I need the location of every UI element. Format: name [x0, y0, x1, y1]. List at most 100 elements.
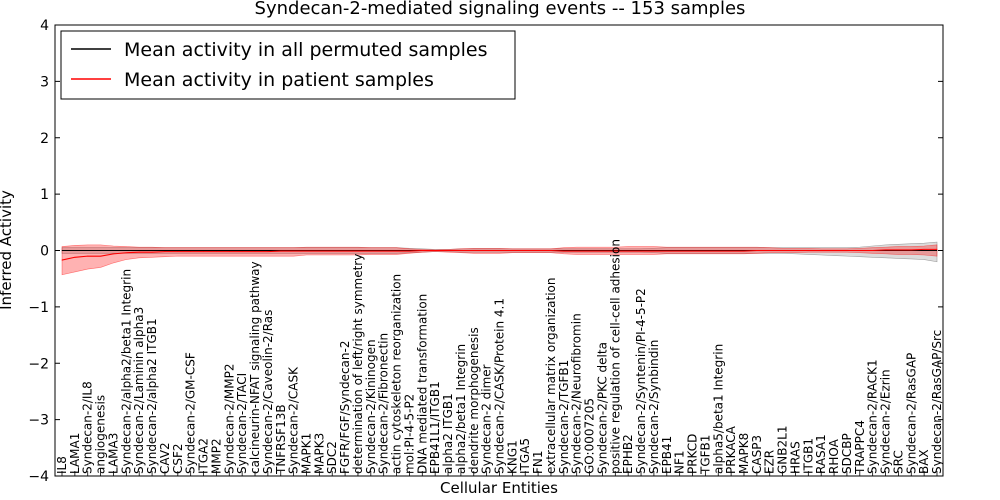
- x-category-label: Syndecan-2/CASK/Protein 4.1: [493, 298, 507, 474]
- patient-point-54: [756, 250, 758, 251]
- permuted-point-3: [100, 250, 102, 251]
- x-category-label: Syndecan-2 dimer: [480, 364, 494, 474]
- x-category-label: LAMA3: [106, 433, 120, 474]
- x-category-label: Syndecan-2/RasGAP: [904, 353, 918, 474]
- permuted-point-12: [216, 250, 217, 251]
- patient-point-25: [383, 250, 385, 252]
- patient-point-23: [357, 250, 359, 252]
- patient-point-6: [138, 251, 140, 253]
- x-axis-title: Cellular Entities: [440, 479, 558, 497]
- permuted-point-9: [177, 250, 179, 251]
- x-category-label: ITGB1: [801, 438, 815, 474]
- x-category-label: FGFR/FGF/Syndecan-2: [338, 341, 352, 474]
- patient-point-29: [434, 250, 436, 251]
- patient-point-10: [190, 251, 192, 253]
- y-tick-label: 2: [40, 131, 49, 147]
- patient-point-24: [370, 250, 372, 252]
- x-category-label: Syndecan-2/Synbindin: [647, 340, 661, 474]
- patient-point-4: [113, 253, 114, 255]
- patient-point-16: [267, 251, 269, 253]
- patient-point-40: [576, 250, 578, 252]
- x-category-label: alpha5/beta1 Integrin: [711, 344, 725, 474]
- permuted-point-67: [923, 250, 925, 251]
- patient-point-31: [460, 250, 462, 251]
- permuted-point-14: [241, 250, 243, 251]
- patient-point-37: [537, 250, 539, 251]
- patient-point-3: [100, 255, 102, 257]
- patient-point-38: [550, 250, 552, 251]
- x-category-label: SDC2: [325, 441, 339, 474]
- patient-point-1: [74, 256, 76, 258]
- x-category-label: MAPK3: [312, 433, 326, 474]
- x-category-label: Syndecan-2/GM-CSF: [184, 352, 198, 474]
- x-category-label: TNFRSF13B: [274, 404, 288, 475]
- patient-point-15: [254, 251, 256, 253]
- patient-point-49: [692, 250, 693, 252]
- patient-point-59: [820, 250, 822, 251]
- patient-point-44: [627, 250, 629, 252]
- y-tick-label: 0: [40, 244, 49, 260]
- x-category-label: TRAPPC4: [853, 420, 867, 475]
- patient-point-34: [499, 250, 500, 251]
- x-category-label: extracellular matrix organization: [544, 278, 558, 475]
- x-category-label: determination of left/right symmetry: [351, 254, 365, 474]
- legend-label-patient: Mean activity in patient samples: [124, 69, 434, 91]
- x-category-label: Syndecan-2/Laminin alpha3: [132, 307, 146, 474]
- permuted-point-1: [74, 250, 76, 251]
- x-category-label: ITGA2: [197, 438, 211, 474]
- patient-point-30: [447, 250, 449, 251]
- x-category-label: ITGA5: [518, 438, 532, 474]
- permuted-point-10: [190, 250, 192, 251]
- patient-point-60: [833, 250, 835, 251]
- patient-point-12: [216, 251, 217, 253]
- x-category-label: Syndecan-2/CASK: [287, 366, 301, 474]
- permuted-point-68: [936, 250, 938, 251]
- x-category-label: PRKCD: [686, 434, 700, 474]
- x-category-label: TGFB1: [698, 435, 712, 475]
- permuted-point-5: [125, 250, 127, 251]
- patient-point-26: [396, 250, 397, 252]
- x-category-label: Syndecan-2/Kininogen: [364, 339, 378, 474]
- x-category-label: dendrite morphogenesis: [467, 327, 481, 474]
- permuted-point-2: [87, 250, 89, 251]
- patient-point-21: [331, 250, 333, 252]
- patient-point-51: [717, 250, 719, 252]
- patient-point-14: [241, 251, 243, 253]
- x-category-label: Syndecan-2/Neurofibromin: [570, 313, 584, 474]
- y-tick-label: −2: [28, 356, 49, 372]
- x-category-label: Syndecan-2/RACK1: [866, 359, 880, 474]
- patient-point-42: [602, 250, 603, 252]
- x-category-label: Syndecan-2/Syntenin/PI-4-5-P2: [634, 288, 648, 474]
- patient-point-9: [177, 251, 179, 253]
- x-category-label: PRKACA: [724, 425, 738, 474]
- patient-point-43: [614, 250, 616, 252]
- x-category-label: KNG1: [505, 440, 519, 474]
- patient-point-27: [409, 250, 410, 252]
- x-category-label: Syndecan-2/alpha2/beta1 Integrin: [119, 269, 133, 474]
- patient-point-46: [653, 250, 655, 252]
- patient-point-66: [910, 249, 912, 251]
- x-category-label: angiogenesis: [94, 395, 108, 474]
- x-category-label: EPHB2: [621, 434, 635, 474]
- x-category-label: GO:0007205: [583, 398, 597, 474]
- x-category-label: MAPK8: [737, 433, 751, 474]
- plot-area: [61, 241, 938, 276]
- x-category-label: Syndecan-2/IL8: [81, 381, 95, 474]
- x-category-label: SDCBP: [840, 433, 854, 474]
- legend-label-permuted: Mean activity in all permuted samples: [124, 39, 487, 61]
- x-category-label: Syndecan-2/Ezrin: [879, 369, 893, 474]
- x-category-label: Syndecan-2/PKC delta: [595, 342, 609, 474]
- x-category-label: GNB2L1: [776, 426, 790, 474]
- patient-point-68: [936, 248, 938, 250]
- x-category-label: Syndecan-2/RasGAP/Src: [930, 330, 944, 474]
- patient-point-61: [846, 250, 848, 251]
- patient-point-19: [306, 250, 307, 252]
- patient-point-0: [61, 259, 63, 261]
- x-category-label: NF1: [673, 450, 687, 474]
- patient-point-62: [859, 250, 861, 251]
- x-axis: IL8LAMA1Syndecan-2/IL8angiogenesisLAMA3S…: [55, 239, 944, 476]
- patient-point-65: [897, 249, 899, 251]
- patient-point-47: [666, 250, 668, 252]
- permuted-point-11: [203, 250, 204, 251]
- x-category-label: CSF2: [171, 443, 185, 474]
